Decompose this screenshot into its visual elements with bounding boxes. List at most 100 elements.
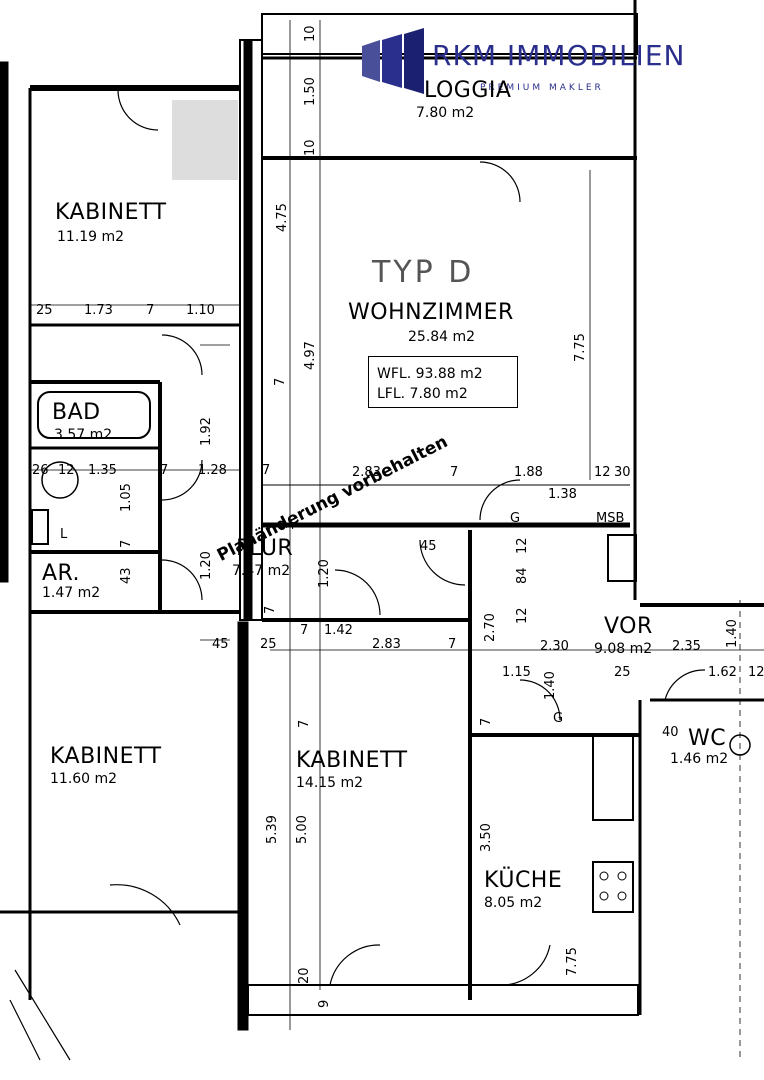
dim-h2-5: 7 <box>262 463 271 478</box>
room-loggia-area: 7.80 m2 <box>416 105 475 121</box>
room-flur-name: FLUR <box>236 536 294 561</box>
dim-v-22: 3.50 <box>479 823 494 852</box>
room-ar-area: 1.47 m2 <box>42 585 101 601</box>
dim-h5-5: 7 <box>448 637 457 652</box>
dim-v-16: 2.70 <box>483 613 498 642</box>
dim-v-19: 7 <box>263 605 278 614</box>
room-kabinett-top-area: 11.19 m2 <box>57 229 125 245</box>
dim-v-18: 1.20 <box>317 559 332 588</box>
logo-name: RKM IMMOBILIEN <box>432 39 686 72</box>
dim-v-10: 43 <box>119 567 134 584</box>
dim-h7-1: 25 <box>614 665 631 680</box>
room-kabinett-mid-area: 14.15 m2 <box>296 775 364 791</box>
dim-h6-1: 2.35 <box>672 639 701 654</box>
dim-v-14: 84 <box>515 567 530 584</box>
logo-mark-icon <box>362 28 424 94</box>
dim-h1-0: 25 <box>36 303 53 318</box>
dim-h1-2: 7 <box>146 303 155 318</box>
dim-v-9: 7 <box>119 539 134 548</box>
dim-h6-0: 2.30 <box>540 639 569 654</box>
logo-tagline: PREMIUM MAKLER <box>480 83 604 93</box>
dim-h2-2: 1.35 <box>88 463 117 478</box>
dim-h1-1: 1.73 <box>84 303 113 318</box>
stove <box>592 861 634 913</box>
dim-h2-3: 7 <box>160 463 169 478</box>
dim-v-28: 9 <box>317 999 332 1008</box>
dim-v-17: 1.40 <box>543 671 558 700</box>
dim-v-3: 4.75 <box>275 203 290 232</box>
dim-h4-0: 1.38 <box>548 487 577 502</box>
dim-v-4: 4.97 <box>303 341 318 370</box>
dim-h2-1: 12 <box>58 463 75 478</box>
dim-v-21: 1.40 <box>725 619 740 648</box>
dim-v-6: 7 <box>273 377 288 386</box>
plan-type: TYP D <box>372 255 475 290</box>
room-kueche-area: 8.05 m2 <box>484 895 543 911</box>
dim-h8-0: 45 <box>420 539 437 554</box>
dim-h2-4: 1.28 <box>198 463 227 478</box>
room-bad-area: 3.57 m2 <box>54 427 113 443</box>
room-kabinett-mid-name: KABINETT <box>296 748 408 773</box>
dim-v-5: 7.75 <box>573 333 588 362</box>
left-outer-wall <box>0 61 9 583</box>
dim-v-15: 12 <box>515 607 530 624</box>
dim-v-7: 1.92 <box>199 417 214 446</box>
dim-v-1: 1.50 <box>303 77 318 106</box>
room-wohnzimmer-name: WOHNZIMMER <box>348 300 514 325</box>
bathtub <box>37 391 151 439</box>
symbol-msb: MSB <box>596 511 625 526</box>
room-ar-name: AR. <box>42 561 81 586</box>
room-flur-area: 7.47 m2 <box>232 563 291 579</box>
dim-h5-4: 2.83 <box>372 637 401 652</box>
room-vor-area: 9.08 m2 <box>594 641 653 657</box>
dim-v-25: 7.75 <box>565 947 580 976</box>
room-kabinett-left-area: 11.60 m2 <box>50 771 118 787</box>
washer <box>31 509 49 545</box>
symbol-l: L <box>60 527 68 542</box>
dim-h5-2: 7 <box>300 623 309 638</box>
room-wc-area: 1.46 m2 <box>670 751 729 767</box>
room-wohnzimmer-area: 25.84 m2 <box>408 329 476 345</box>
dim-v-26: 7 <box>297 719 312 728</box>
summary-wfl: WFL. 93.88 m2 <box>377 366 483 382</box>
wall-center-upper-core <box>243 39 253 621</box>
area-summary-box: WFL. 93.88 m2 LFL. 7.80 m2 <box>368 356 518 408</box>
dim-h7-0: 1.15 <box>502 665 531 680</box>
dim-h3-4: 30 <box>614 465 631 480</box>
wall-center-lower <box>237 621 249 1031</box>
summary-lfl: LFL. 7.80 m2 <box>377 386 468 402</box>
dim-h1-3: 1.10 <box>186 303 215 318</box>
room-vor-name: VOR <box>604 614 653 639</box>
dim-v-13: 12 <box>515 537 530 554</box>
dim-h8-1: 40 <box>662 725 679 740</box>
room-kabinett-left-name: KABINETT <box>50 744 162 769</box>
room-kabinett-top-name: KABINETT <box>55 200 167 225</box>
dim-h3-3: 12 <box>594 465 611 480</box>
dim-v-8: 1.05 <box>119 483 134 512</box>
dim-h7-2: 1.62 <box>708 665 737 680</box>
dim-h7-3: 12 <box>748 665 764 680</box>
room-wc-name: WC <box>688 726 727 751</box>
loggia-parapet <box>261 13 638 55</box>
dim-h3-1: 7 <box>450 465 459 480</box>
dim-v-2: 10 <box>303 139 318 156</box>
dim-v-11: 1.20 <box>199 551 214 580</box>
symbol-g-2: G <box>553 711 564 726</box>
room-bad-name: BAD <box>52 400 101 425</box>
dim-h5-3: 1.42 <box>324 623 353 638</box>
dim-v-0: 10 <box>303 25 318 42</box>
msb-panel <box>607 534 637 582</box>
dim-h2-0: 26 <box>32 463 49 478</box>
dim-v-23: 5.39 <box>265 815 280 844</box>
room-kueche-name: KÜCHE <box>484 868 563 893</box>
dim-v-27: 20 <box>297 967 312 984</box>
dim-h5-0: 45 <box>212 637 229 652</box>
dim-v-20: 7 <box>479 717 494 726</box>
dim-h3-0: 2.83 <box>352 465 381 480</box>
sink <box>41 461 79 499</box>
kitchen-sink <box>592 734 634 821</box>
dim-h5-1: 25 <box>260 637 277 652</box>
dim-h3-2: 1.88 <box>514 465 543 480</box>
